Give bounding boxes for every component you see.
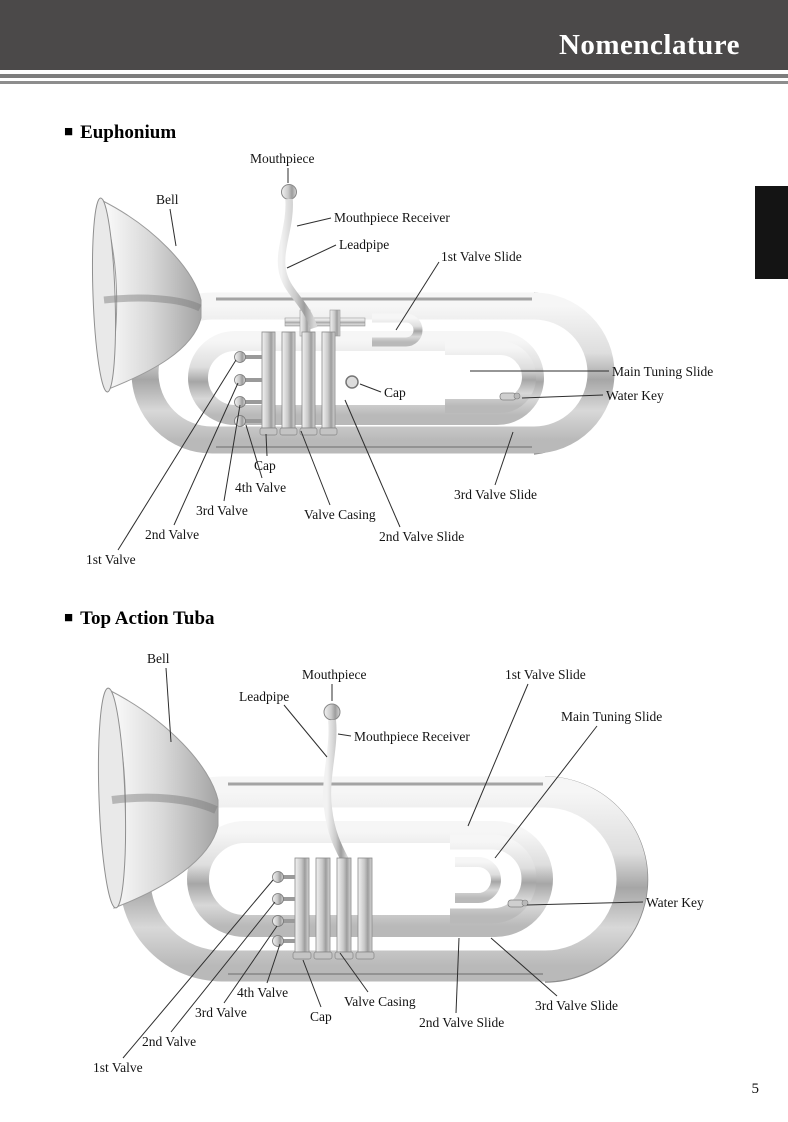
euph-label-fourth-valve: 4th Valve <box>235 480 287 495</box>
section-bullet-icon: ■ <box>64 124 74 140</box>
section-title-text: Euphonium <box>80 122 177 143</box>
euph-label-water-key: Water Key <box>606 388 664 403</box>
tuba-inner-bow <box>187 821 553 937</box>
tuba-illustration <box>97 687 649 983</box>
euph-label-cap-center: Cap <box>384 385 406 400</box>
euph-label-second-valve: 2nd Valve <box>145 527 200 542</box>
euphonium-water-key <box>499 392 521 401</box>
tuba-mouthpiece <box>323 703 341 721</box>
euphonium-cap <box>345 375 359 389</box>
chapter-edge-tab <box>755 186 788 279</box>
euphonium-leader-lines <box>117 168 609 551</box>
tuba-bell-reflection <box>111 793 218 814</box>
tuba-label-cap: Cap <box>310 1009 332 1024</box>
page-title: Nomenclature <box>558 29 740 61</box>
euphonium-mouthpiece <box>281 184 297 200</box>
euph-label-bell: Bell <box>156 192 179 207</box>
euphonium-main-tuning-slide <box>445 341 536 413</box>
euph-label-first-valve-slide: 1st Valve Slide <box>441 249 522 264</box>
tuba-leader-lines <box>122 667 644 1059</box>
tuba-label-first-valve-slide: 1st Valve Slide <box>505 667 586 682</box>
euphonium-bell-reflection <box>103 294 202 312</box>
euph-label-third-valve: 3rd Valve <box>196 503 248 518</box>
euph-label-mouthpiece: Mouthpiece <box>250 151 315 166</box>
euph-label-leadpipe: Leadpipe <box>339 237 390 252</box>
euphonium-top-connector <box>284 317 366 327</box>
tuba-label-water-key: Water Key <box>646 895 704 910</box>
euphonium-leadpipe <box>277 198 318 330</box>
tuba-label-fourth-valve: 4th Valve <box>237 985 289 1000</box>
tuba-label-second-valve: 2nd Valve <box>142 1034 197 1049</box>
euph-label-mouthpiece-receiver: Mouthpiece Receiver <box>334 210 450 225</box>
tuba-label-third-valve: 3rd Valve <box>195 1005 247 1020</box>
euphonium-valve-section <box>234 331 338 436</box>
tuba-label-first-valve: 1st Valve <box>93 1060 143 1075</box>
tuba-label-bell: Bell <box>147 651 170 666</box>
header-bar: Nomenclature <box>0 0 788 70</box>
euph-label-valve-casing: Valve Casing <box>304 507 376 522</box>
tuba-second-valve-slide <box>455 857 501 903</box>
euph-label-second-valve-slide: 2nd Valve Slide <box>379 529 465 544</box>
section-title-tuba: ■ Top Action Tuba <box>64 608 215 630</box>
section-title-text: Top Action Tuba <box>80 608 215 629</box>
euph-label-first-valve: 1st Valve <box>86 552 136 567</box>
tuba-label-mouthpiece-receiver: Mouthpiece Receiver <box>354 729 470 744</box>
euphonium-bell-rim <box>91 197 117 393</box>
page-number: 5 <box>751 1081 760 1097</box>
euphonium-illustration <box>91 184 615 455</box>
header-rule-thin <box>0 81 788 84</box>
tuba-label-mouthpiece: Mouthpiece <box>302 667 367 682</box>
euph-label-main-tuning-slide: Main Tuning Slide <box>612 364 714 379</box>
tuba-valve-section <box>272 857 375 960</box>
section-bullet-icon: ■ <box>64 610 74 626</box>
tuba-label-second-valve-slide: 2nd Valve Slide <box>419 1015 505 1030</box>
tuba-bell-rim <box>97 687 127 909</box>
tuba-label-valve-casing: Valve Casing <box>344 994 416 1009</box>
tuba-label-third-valve-slide: 3rd Valve Slide <box>535 998 618 1013</box>
euph-label-third-valve-slide: 3rd Valve Slide <box>454 487 537 502</box>
tuba-label-leadpipe: Leadpipe <box>239 689 290 704</box>
tuba-main-tuning-slide <box>450 834 537 924</box>
euph-label-cap-lower: Cap <box>254 458 276 473</box>
header-rule-thick <box>0 74 788 78</box>
tuba-water-key <box>507 899 529 908</box>
euphonium-first-valve-slide <box>372 313 423 347</box>
tuba-leadpipe <box>323 719 351 866</box>
euphonium-bell <box>100 199 202 391</box>
section-title-euphonium: ■ Euphonium <box>64 122 176 144</box>
tuba-label-main-tuning-slide: Main Tuning Slide <box>561 709 663 724</box>
